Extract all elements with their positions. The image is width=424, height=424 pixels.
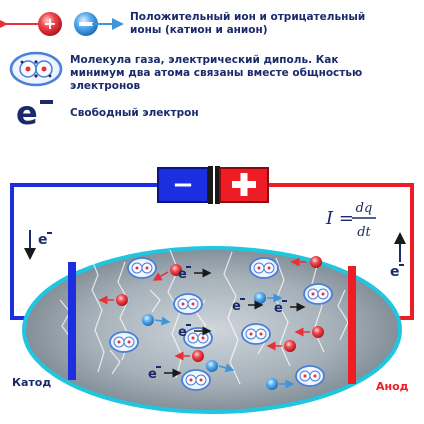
anode-wire-electron-flow: e [390, 232, 406, 280]
free-electron: e [274, 300, 306, 316]
formula-denominator: dt [357, 225, 371, 240]
negative-ion [266, 378, 295, 390]
discharge-streaks [59, 249, 349, 385]
svg-text:e: e [178, 325, 187, 340]
legend-electron-minus [40, 100, 53, 104]
legend-molecule-line2: минимум два атома связаны вместе общност… [70, 67, 362, 79]
legend-ion-pair: + [0, 12, 124, 36]
svg-text:e: e [232, 299, 241, 314]
gas-molecule [127, 257, 157, 279]
anode-electrode [348, 266, 356, 384]
legend-molecule-line3: электронов [70, 80, 140, 92]
legend-molecule-line1: Молекула газа, электрический диполь. Как [70, 54, 339, 66]
svg-text:+: + [43, 14, 56, 33]
gas-molecule [241, 323, 271, 345]
positive-ion [294, 326, 324, 338]
negative-ion [142, 314, 171, 326]
legend-molecule-icon [9, 51, 63, 87]
cathode-label: Катод [12, 376, 51, 389]
battery: − + [157, 166, 269, 204]
battery-negative-terminal [157, 167, 209, 203]
formula-lhs: I = [325, 208, 354, 229]
svg-text:e: e [148, 367, 157, 382]
free-electron: e [178, 266, 212, 282]
free-electron: e [178, 324, 212, 340]
anode-wire-electron: e [390, 264, 400, 280]
gas-molecule [109, 331, 139, 353]
current-formula: I = dq dt [325, 201, 376, 240]
gas-tube [22, 246, 402, 414]
battery-minus-sign: − [172, 170, 194, 200]
legend-electron-label: Свободный электрон [70, 107, 199, 119]
cathode-electrode [68, 262, 76, 380]
free-electron: e [232, 298, 264, 314]
legend-ions-line1: Положительный ион и отрицательный [130, 11, 365, 23]
positive-ion [266, 340, 296, 352]
legend-ions-line2: ионы (катион и анион) [130, 24, 268, 36]
battery-plus-sign: + [244, 188, 245, 191]
free-electron: e [148, 366, 182, 382]
svg-text:e: e [178, 267, 187, 282]
positive-ion [174, 350, 204, 362]
anode-label: Анод [376, 380, 409, 393]
legend-electron-symbol: e [16, 94, 38, 132]
formula-numerator: dq [356, 201, 373, 216]
positive-ion [98, 294, 128, 306]
positive-ion [152, 264, 182, 281]
gas-molecule [181, 369, 211, 391]
gas-molecule [249, 257, 279, 279]
positive-ion-icon [38, 12, 62, 36]
negative-ion [206, 360, 235, 373]
svg-text:e: e [274, 301, 283, 316]
legend: + Положительный ион и отрицательный ионы… [0, 11, 365, 132]
cathode-wire-electron: e [38, 232, 48, 248]
positive-ion [290, 256, 322, 268]
cathode-wire-electron-flow: e [24, 230, 52, 260]
gas-molecule [295, 365, 325, 387]
gas-molecule [303, 283, 333, 305]
gas-molecule [173, 293, 203, 315]
